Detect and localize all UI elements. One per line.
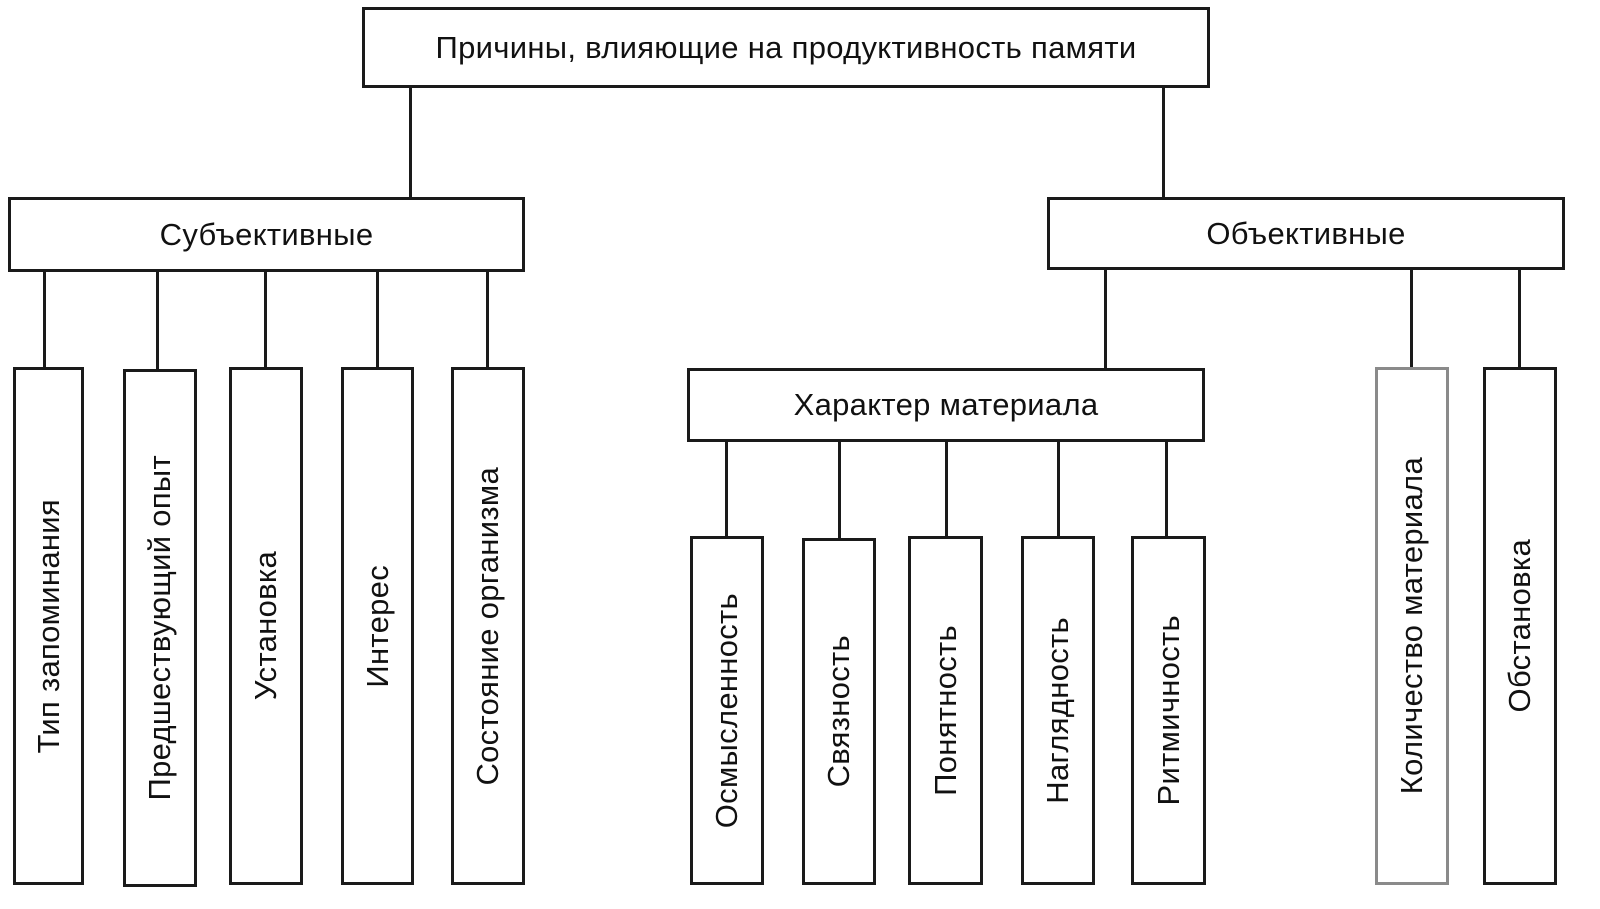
objective-item-1: Количество материала: [1375, 367, 1449, 885]
connector-objective-material: [1104, 268, 1107, 370]
material-item-label: Ритмичность: [1150, 615, 1186, 806]
connector-objective-quantity: [1410, 268, 1413, 369]
material-item-label: Связность: [821, 635, 856, 788]
connector-root-subjective: [409, 86, 412, 199]
subjective-item-1: Тип запоминания: [13, 367, 84, 885]
material-character-label: Характер материала: [793, 387, 1099, 422]
material-item-1: Осмысленность: [690, 536, 764, 885]
subjective-item-label: Установка: [248, 551, 283, 701]
objective-label: Объективные: [1206, 215, 1406, 251]
connector-material-item-3: [945, 440, 948, 538]
material-item-4: Наглядность: [1021, 536, 1095, 885]
subjective-node: Субъективные: [8, 197, 525, 272]
connector-subjective-item-1: [43, 270, 46, 369]
material-item-2: Связность: [802, 538, 876, 885]
subjective-item-4: Интерес: [341, 367, 414, 885]
material-item-label: Понятность: [927, 625, 963, 796]
objective-node: Объективные: [1047, 197, 1565, 270]
connector-material-item-1: [725, 440, 728, 538]
connector-subjective-item-4: [376, 270, 379, 369]
objective-item-2: Обстановка: [1483, 367, 1557, 885]
material-item-label: Осмысленность: [709, 592, 744, 829]
connector-subjective-item-2: [156, 270, 159, 371]
subjective-item-5: Состояние организма: [451, 367, 525, 885]
subjective-item-label: Предшествующий опыт: [142, 455, 177, 801]
subjective-item-2: Предшествующий опыт: [123, 369, 197, 887]
subjective-item-label: Тип запоминания: [30, 498, 66, 754]
connector-subjective-item-5: [486, 270, 489, 369]
objective-item-label: Обстановка: [1502, 539, 1537, 713]
root-label: Причины, влияющие на продуктивность памя…: [435, 29, 1137, 65]
subjective-label: Субъективные: [159, 216, 374, 252]
material-item-label: Наглядность: [1040, 617, 1075, 804]
subjective-item-label: Состояние организма: [470, 466, 505, 786]
root-node: Причины, влияющие на продуктивность памя…: [362, 7, 1210, 88]
connector-material-item-5: [1165, 440, 1168, 538]
connector-subjective-item-3: [264, 270, 267, 369]
connector-objective-setting: [1518, 268, 1521, 369]
material-character-node: Характер материала: [687, 368, 1205, 442]
objective-item-label: Количество материала: [1394, 457, 1429, 795]
material-item-5: Ритмичность: [1131, 536, 1206, 885]
connector-material-item-2: [838, 440, 841, 540]
material-item-3: Понятность: [908, 536, 983, 885]
connector-material-item-4: [1057, 440, 1060, 538]
connector-root-objective: [1162, 86, 1165, 199]
subjective-item-3: Установка: [229, 367, 303, 885]
subjective-item-label: Интерес: [359, 564, 395, 688]
